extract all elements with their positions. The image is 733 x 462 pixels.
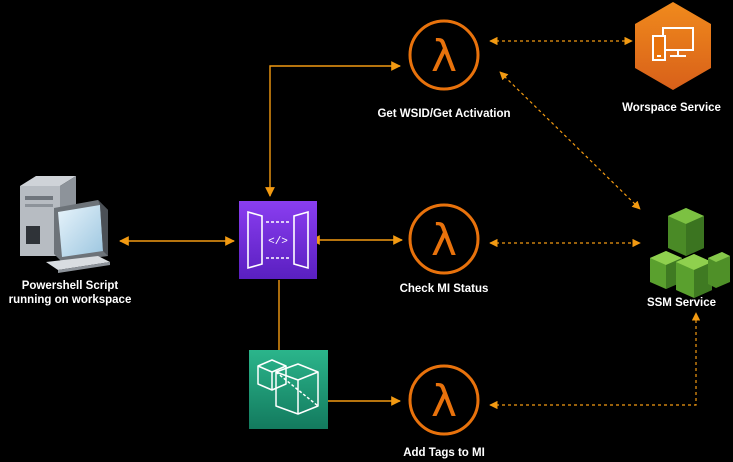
connector-addtags-ssm [489, 312, 701, 410]
lambda-icon: λ [408, 203, 480, 275]
ssm-service-label: SSM Service [646, 297, 717, 309]
lambda-getwsid-label: Get WSID/Get Activation [377, 108, 511, 120]
api-gateway-icon: </> [239, 201, 317, 279]
lambda-icon: λ [408, 364, 480, 436]
workstation-label: Powershell Script running on workspace [0, 279, 140, 307]
workstation-label-line1: Powershell Script [21, 280, 119, 292]
svg-text:λ: λ [431, 215, 457, 266]
workspace-service-label: Worspace Service [622, 102, 721, 114]
lambda-icon: λ [408, 19, 480, 91]
workstation-label-line2: running on workspace [8, 294, 132, 306]
ssm-cubes-icon [650, 208, 730, 298]
desktop-computer-icon [20, 176, 110, 273]
svg-text:λ: λ [431, 376, 457, 427]
dashed-connectors [489, 36, 701, 410]
connector-getwsid-ssm [499, 71, 641, 210]
svg-text:λ: λ [431, 31, 457, 82]
step-functions-icon [249, 350, 328, 429]
solid-connectors [119, 61, 403, 406]
workspaces-icon [635, 2, 711, 90]
svg-text:</>: </> [268, 236, 288, 248]
lambda-addtags-label: Add Tags to MI [403, 447, 485, 459]
lambda-checkmi-label: Check MI Status [399, 283, 489, 295]
connector-api-getwsid [265, 61, 401, 197]
